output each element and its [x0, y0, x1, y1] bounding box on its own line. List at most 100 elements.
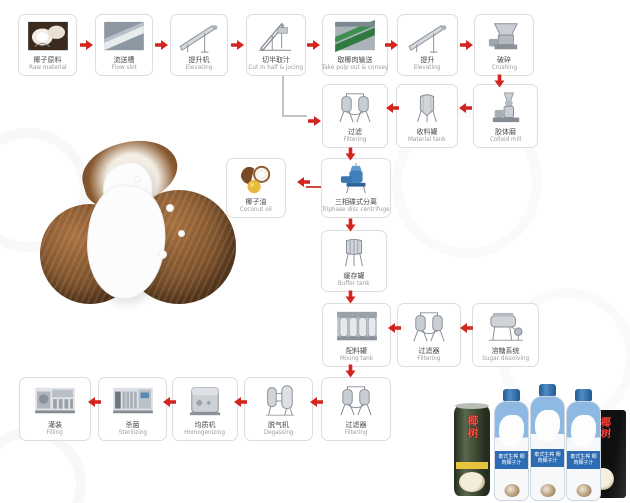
flow-arrow-icon — [385, 35, 398, 50]
cut-in-half-machine-icon — [248, 17, 304, 56]
homogenizing-label-zh: 均质机 — [194, 421, 216, 429]
product-bottle: 泰式生榨 椰肉椰子汁 — [530, 384, 565, 501]
sugar-dissolving-label-zh: 溶糖系统 — [491, 347, 520, 355]
can-lid — [455, 403, 489, 409]
bottle-label-text: 泰式生榨 椰肉椰子汁 — [567, 451, 600, 469]
flow-arrow-icon — [308, 111, 321, 126]
flow-arrow-icon — [345, 364, 361, 378]
take-pulp-label-en: Take pulp out & convey — [321, 64, 389, 71]
flow-arrow-icon — [345, 290, 361, 304]
milk-droplet — [158, 250, 167, 259]
product-bottle: 泰式生榨 椰肉椰子汁 — [494, 389, 529, 501]
flow-arrow-icon — [231, 35, 244, 50]
bottle-coconut-picture — [540, 484, 555, 497]
bottle-coconut-picture — [504, 484, 519, 497]
filtering-3-machine-icon — [323, 380, 389, 421]
mixing-tank-label-zh: 配料罐 — [346, 347, 367, 355]
elevating-1-machine-icon — [172, 17, 226, 56]
bottle-label-text: 泰式生榨 椰肉椰子汁 — [531, 448, 564, 467]
bottle-body: 泰式生榨 椰肉椰子汁 — [566, 401, 601, 501]
watermark-ring — [392, 108, 542, 258]
product-can: 椰树 — [454, 403, 490, 496]
buffer-tank-label-zh: 缓存罐 — [343, 272, 365, 280]
bottle-body: 泰式生榨 椰肉椰子汁 — [494, 401, 529, 501]
mixing-tank-label-en: Mixing tank — [339, 355, 374, 362]
coconut-oil-machine-icon — [228, 161, 284, 198]
flow-arrow-icon — [388, 323, 401, 338]
filtering-2-label-zh: 过滤器 — [418, 347, 440, 355]
filling-label-en: Filling — [46, 429, 64, 436]
coconut-oil-label-en: Coconut oil — [239, 206, 273, 213]
can-label-text: 椰树 — [466, 415, 479, 439]
flow-slot-label-zh: 流送槽 — [113, 56, 135, 64]
bottle-splash-art — [499, 415, 524, 447]
sugar-dissolving-label-en: Sugar dissolving — [482, 355, 529, 362]
flow-arrow-icon — [460, 323, 473, 338]
bottle-label-text: 泰式生榨 椰肉椰子汁 — [495, 451, 528, 469]
bottle-body: 泰式生榨 椰肉椰子汁 — [530, 396, 565, 501]
filtering-3-label-zh: 过滤器 — [345, 421, 367, 429]
sterilizing-label-zh: 杀菌 — [125, 421, 140, 429]
flow-arrow-icon — [345, 147, 361, 161]
material-tank-machine-icon — [398, 87, 456, 128]
elevating-2-label-en: Elevating — [414, 64, 441, 71]
can-coconut-picture — [459, 472, 485, 492]
flow-slot-label-en: Flow slot — [111, 64, 137, 71]
product-bottle: 泰式生榨 椰肉椰子汁 — [566, 389, 601, 501]
connector-line-centrifuge-oil — [306, 186, 321, 188]
filtering-1-machine-icon — [324, 87, 386, 128]
cut-in-half-label-zh: 切半取汁 — [262, 56, 290, 64]
flow-arrow-icon — [88, 397, 101, 412]
product-showcase: 椰树 泰式生榨 椰肉椰子汁 泰式生榨 椰肉椰子汁 泰式生榨 椰 — [448, 384, 626, 501]
flow-arrow-icon — [459, 103, 472, 118]
elevating-1-label-en: Elevating — [185, 64, 213, 71]
flow-arrow-icon — [234, 397, 247, 412]
centrifuge-machine-icon — [323, 161, 389, 198]
filling-machine-icon — [21, 380, 89, 421]
elevating-1-label-zh: 提升机 — [188, 56, 210, 64]
coconut-splash-image — [38, 129, 236, 314]
degassing-label-en: Degassing — [263, 429, 294, 436]
material-tank-label-en: Material tank — [408, 136, 446, 143]
filtering-2-machine-icon — [399, 306, 459, 347]
bottle-coconut-picture — [576, 484, 591, 497]
crushing-machine-icon — [476, 17, 532, 56]
homogenizing-machine-icon — [174, 380, 236, 421]
raw-material-label-zh: 椰子原料 — [33, 56, 62, 64]
take-pulp-machine-icon — [324, 17, 386, 56]
flow-arrow-icon — [80, 35, 93, 50]
cut-in-half-label-en: Cut in half & jucing — [248, 64, 304, 71]
flow-arrow-icon — [307, 35, 320, 50]
flow-arrow-icon — [386, 103, 399, 118]
flow-arrow-icon — [460, 35, 473, 50]
homogenizing-label-en: Homogenizing — [184, 429, 226, 436]
buffer-tank-machine-icon — [323, 233, 385, 272]
bottle-splash-art — [535, 410, 560, 442]
colloid-mill-machine-icon — [475, 87, 536, 128]
milk-droplet — [166, 204, 174, 212]
elevating-2-machine-icon — [399, 17, 456, 56]
material-tank-label-zh: 收料罐 — [416, 128, 438, 136]
sugar-dissolving-machine-icon — [474, 306, 537, 347]
connector-line-vertical — [282, 76, 284, 116]
filtering-2-label-en: Filtering — [417, 355, 441, 362]
flow-slot-machine-icon — [97, 17, 151, 56]
bottle-cap — [503, 389, 520, 402]
